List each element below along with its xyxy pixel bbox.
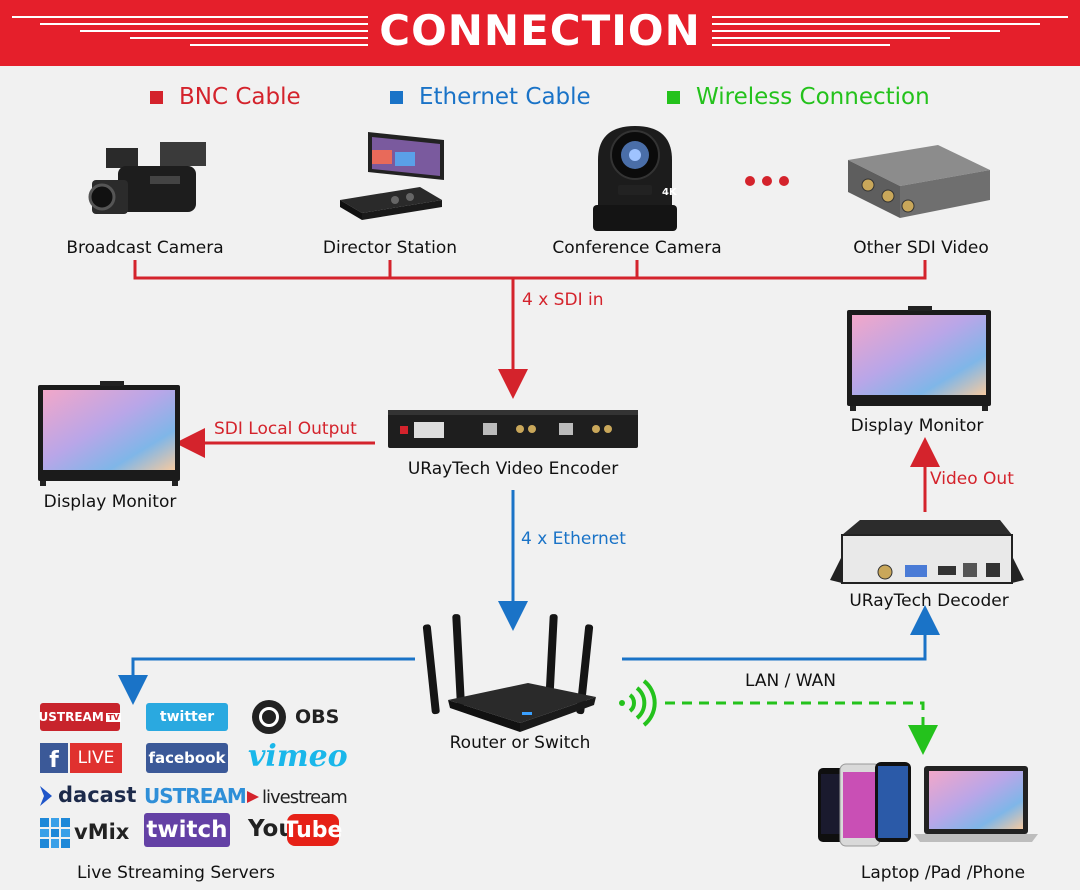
vmix-logo: vMix	[74, 820, 130, 844]
facebook-live-logo: LIVE	[70, 743, 122, 773]
legend-bnc-label: BNC Cable	[179, 84, 301, 110]
vimeo-logo: vimeo	[248, 739, 348, 774]
legend-wireless: Wireless Connection	[667, 84, 930, 110]
router-icon	[422, 614, 596, 732]
video-decoder-icon	[830, 520, 1024, 584]
display-monitor-right-icon	[847, 306, 991, 411]
video-encoder-icon	[388, 410, 638, 448]
director-station-icon	[340, 132, 444, 220]
phone-white-icon	[839, 763, 881, 847]
display-monitor-left-icon	[38, 381, 180, 486]
dacast-logo: dacast	[58, 783, 137, 807]
facebook-logo: facebook	[146, 743, 228, 773]
director-station-label: Director Station	[322, 238, 458, 258]
more-devices-icon	[745, 176, 789, 186]
decoder-label: URayTech Decoder	[849, 591, 1009, 611]
monitor-left-label: Display Monitor	[43, 492, 177, 512]
twitter-logo: twitter	[146, 703, 228, 731]
youtube-you: You	[248, 816, 295, 842]
livestream-icon	[246, 790, 260, 804]
facebook-f-icon: f	[40, 743, 68, 773]
router-label: Router or Switch	[449, 733, 591, 753]
device-4k-badge: 4K	[662, 187, 678, 198]
wifi-icon	[619, 679, 657, 727]
legend-ethernet-swatch	[390, 90, 403, 104]
twitch-logo: twitch	[144, 813, 230, 847]
clients-label: Laptop /Pad /Phone	[860, 863, 1026, 883]
dacast-icon	[38, 785, 54, 807]
laptop-icon	[914, 766, 1038, 842]
phone-notch-icon	[875, 762, 911, 842]
ustream-logo: USTREAM	[144, 784, 247, 808]
sdi-box-icon	[848, 145, 990, 218]
obs-icon	[252, 700, 286, 734]
legend-bnc: BNC Cable	[150, 84, 301, 110]
lan-wan-label: LAN / WAN	[745, 671, 836, 691]
conference-camera-icon	[593, 126, 677, 231]
youtube-tube: Tube	[284, 814, 342, 846]
streaming-label: Live Streaming Servers	[77, 863, 275, 883]
legend-ethernet: Ethernet Cable	[390, 84, 591, 110]
legend-wireless-label: Wireless Connection	[696, 84, 930, 110]
ustream-tv-logo: USTREAM TV	[39, 703, 122, 731]
lan-wan-arrow	[622, 605, 940, 661]
wireless-arrow	[665, 701, 938, 755]
obs-label: OBS	[295, 706, 340, 728]
broadcast-camera-icon	[88, 142, 206, 214]
page-title: CONNECTION	[379, 6, 701, 55]
header-banner	[0, 0, 1080, 66]
streaming-arrow	[118, 657, 415, 705]
legend-bnc-swatch	[150, 90, 163, 104]
legend-ethernet-label: Ethernet Cable	[419, 84, 591, 110]
encoder-label: URayTech Video Encoder	[407, 459, 619, 479]
livestream-logo: livestream	[262, 787, 348, 808]
sdi-local-label: SDI Local Output	[214, 419, 357, 439]
bnc-bus	[133, 260, 927, 280]
sdi-in-label: 4 x SDI in	[522, 290, 604, 310]
monitor-right-label: Display Monitor	[850, 416, 984, 436]
legend-wireless-swatch	[667, 90, 680, 104]
ethernet-label: 4 x Ethernet	[521, 529, 626, 549]
other-sdi-label: Other SDI Video	[853, 238, 989, 258]
vmix-icon	[40, 818, 70, 848]
video-out-label: Video Out	[930, 469, 1014, 489]
broadcast-camera-label: Broadcast Camera	[66, 238, 224, 258]
conference-camera-label: Conference Camera	[552, 238, 722, 258]
